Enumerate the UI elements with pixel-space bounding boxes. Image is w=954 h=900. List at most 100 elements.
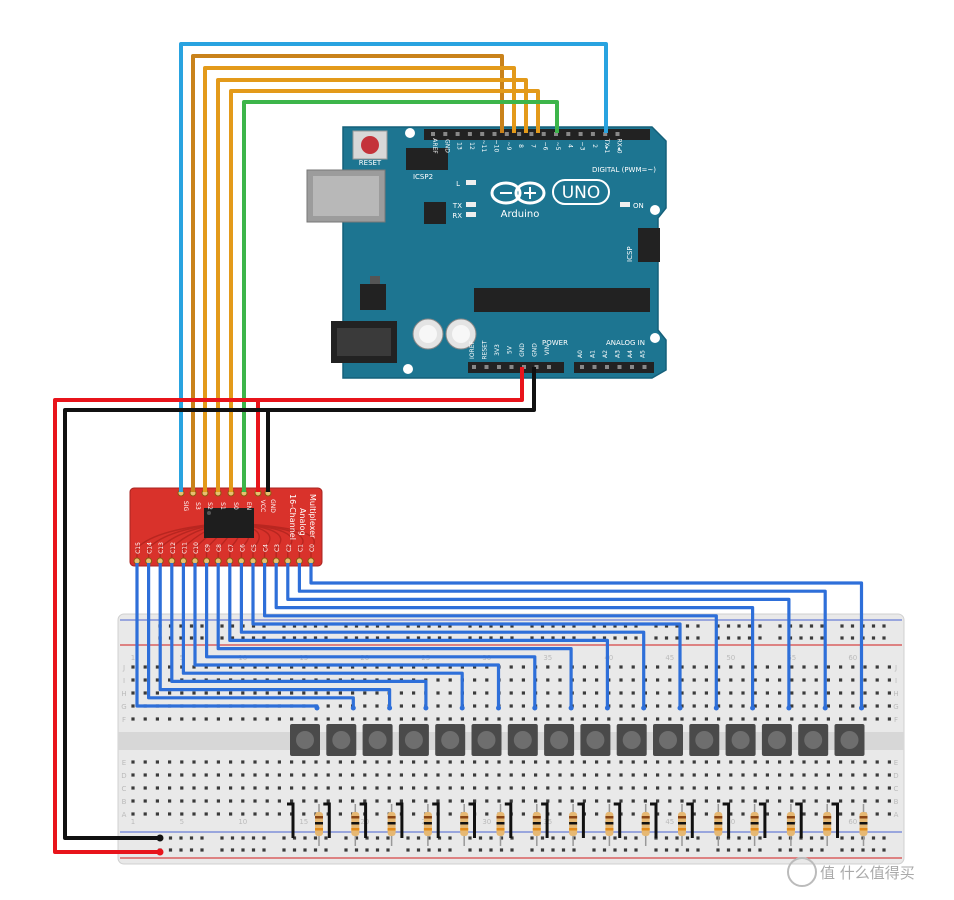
wires — [53, 42, 864, 854]
button-cap — [513, 731, 532, 749]
digital-pin-label: 8 — [517, 144, 524, 148]
ground-jumper — [432, 802, 440, 838]
breadboard-hole — [265, 799, 269, 803]
ground-jumper — [287, 802, 295, 838]
breadboard-hole — [424, 786, 428, 790]
digital-pin — [554, 132, 558, 136]
breadboard-hole — [619, 717, 623, 721]
breadboard-hole — [668, 665, 672, 669]
mux-top-pin-label: S0 — [232, 502, 239, 510]
resistor-band — [641, 828, 650, 831]
analog-pin-label: A2 — [602, 350, 609, 358]
rail-hole — [427, 624, 431, 628]
breadboard-hole — [375, 786, 379, 790]
breadboard-hole — [656, 760, 660, 764]
rail-hole — [530, 848, 534, 852]
breadboard-hole — [765, 786, 769, 790]
power-pin-label: VIN — [544, 345, 551, 355]
column-number: 60 — [848, 818, 857, 826]
breadboard-hole — [143, 760, 147, 764]
ground-jumper — [686, 802, 694, 838]
breadboard-hole — [680, 773, 684, 777]
breadboard-hole — [509, 691, 513, 695]
channel-wire-end — [750, 705, 756, 711]
channel-wire-end — [677, 705, 683, 711]
breadboard-hole — [485, 773, 489, 777]
resistor-band — [750, 816, 759, 819]
rail-hole — [747, 636, 752, 640]
rail-hole — [448, 636, 452, 640]
breadboard-hole — [887, 812, 891, 816]
breadboard-hole — [595, 717, 599, 721]
breadboard-hole — [412, 773, 416, 777]
analog-pin — [592, 365, 597, 369]
breadboard-hole — [216, 773, 220, 777]
breadboard-hole — [851, 773, 855, 777]
breadboard-hole — [839, 812, 843, 816]
breadboard-hole — [631, 678, 635, 682]
row-letter: C — [894, 785, 899, 793]
breadboard-hole — [790, 665, 794, 669]
breadboard-hole — [595, 812, 599, 816]
breadboard-hole — [582, 665, 586, 669]
power-pin — [484, 365, 489, 369]
digital-pin-label: 2 — [591, 144, 598, 148]
breadboard-hole — [521, 773, 525, 777]
breadboard-hole — [717, 704, 721, 708]
breadboard-hole — [253, 717, 257, 721]
breadboard-hole — [351, 786, 355, 790]
rail-hole — [685, 636, 690, 640]
breadboard-hole — [509, 704, 513, 708]
resistor-band — [786, 822, 795, 825]
breadboard-hole — [436, 786, 440, 790]
breadboard-hole — [509, 799, 513, 803]
channel-wire-end — [568, 705, 574, 711]
breadboard-hole — [753, 678, 757, 682]
breadboard-hole — [314, 760, 318, 764]
breadboard-hole — [326, 665, 330, 669]
rail-hole — [809, 848, 814, 852]
rail-hole — [251, 848, 256, 852]
atmega-chip — [474, 288, 650, 312]
mux-bottom-pin-label: C2 — [286, 544, 293, 552]
digital-pin — [480, 132, 485, 136]
rail-hole — [530, 636, 534, 640]
rail-hole — [251, 836, 256, 840]
breadboard-hole — [863, 760, 867, 764]
mux-top-pin-label: SIG — [182, 501, 189, 512]
breadboard-hole — [814, 786, 818, 790]
resistor-band — [532, 828, 541, 831]
breadboard-hole — [558, 786, 562, 790]
rail-hole — [613, 624, 617, 628]
breadboard-hole — [790, 717, 794, 721]
breadboard-hole — [753, 691, 757, 695]
rail-hole — [303, 848, 307, 852]
breadboard-hole — [595, 786, 599, 790]
channel-wire — [205, 563, 537, 708]
wire-s1 — [216, 78, 528, 492]
button-cap — [586, 731, 605, 749]
resistor-band — [641, 822, 650, 825]
resistor-band — [714, 828, 723, 831]
breadboard-hole — [802, 665, 806, 669]
mux-bottom-pin-label: C14 — [147, 542, 154, 554]
wire-gnd — [266, 367, 536, 492]
breadboard-hole — [253, 773, 257, 777]
resistor — [641, 804, 650, 846]
resistor-band — [496, 816, 505, 819]
rail-hole — [303, 624, 307, 628]
breadboard-hole — [631, 786, 635, 790]
channel-wire-end — [459, 705, 465, 711]
column-number: 45 — [665, 654, 674, 662]
resistor-band — [750, 828, 759, 831]
pull-down-resistors — [315, 804, 868, 846]
breadboard-hole — [814, 665, 818, 669]
breadboard-hole — [802, 678, 806, 682]
breadboard-hole — [497, 786, 501, 790]
rail-hole — [623, 636, 628, 640]
channel-wire-end — [822, 705, 828, 711]
breadboard-hole — [717, 760, 721, 764]
power-pin — [534, 365, 539, 369]
breadboard-hole — [887, 799, 891, 803]
